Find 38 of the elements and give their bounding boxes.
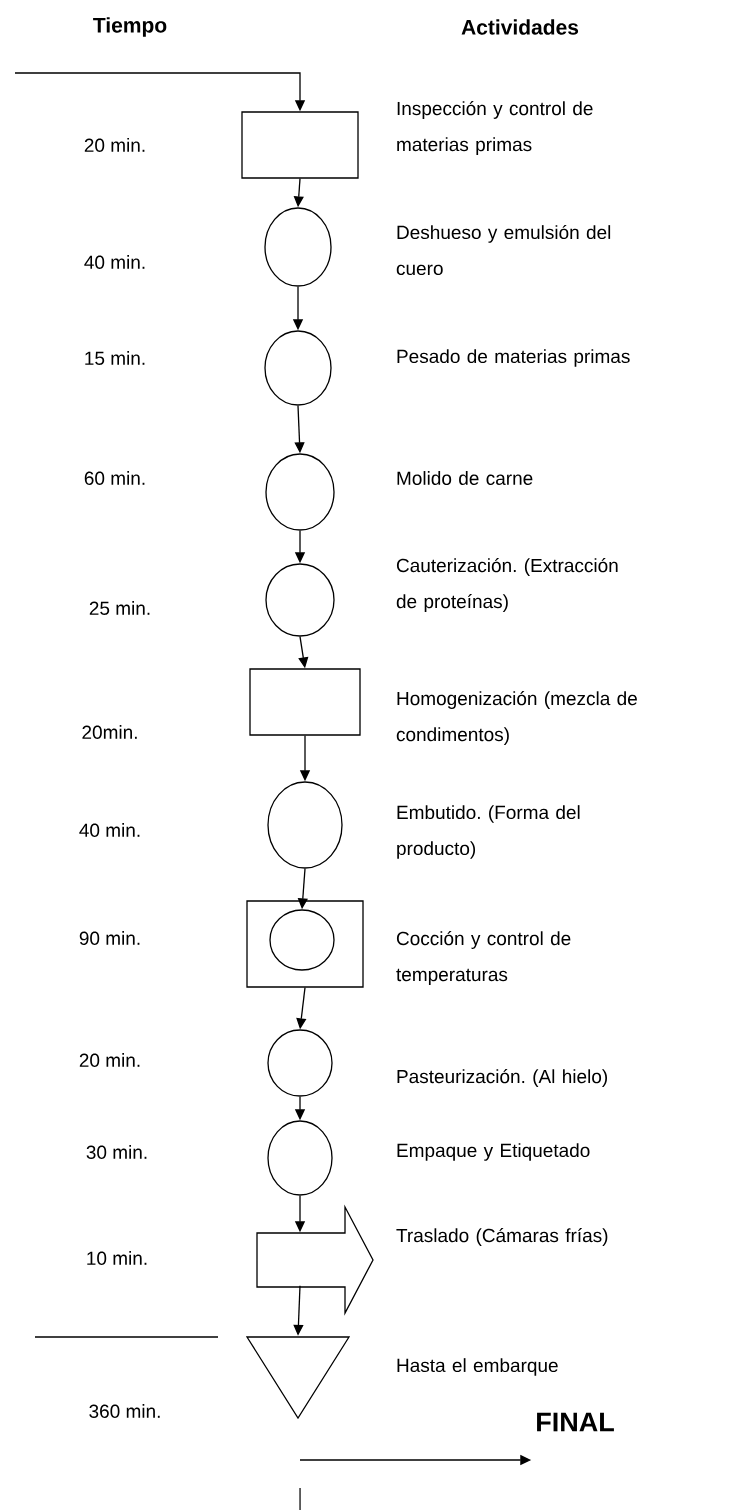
- process-box: [249, 668, 361, 736]
- operation-circle: [265, 563, 335, 637]
- activity-label: Cocción y control de temperaturas: [396, 931, 571, 985]
- time-label: 30 min.: [86, 1145, 147, 1159]
- activity-label: Embutido. (Forma del producto): [397, 805, 580, 859]
- process-box: [241, 111, 359, 179]
- time-label: 360 min.: [89, 1404, 160, 1418]
- activity-label: Cauterización. (Extracción de proteínas): [396, 558, 618, 612]
- operation-circle: [264, 330, 332, 406]
- transport-symbol: [256, 1204, 374, 1316]
- time-label: 25 min.: [89, 601, 150, 615]
- operation-circle: [264, 207, 332, 287]
- activity-label: Molido de carne: [397, 471, 533, 485]
- activity-label: Hasta el embarque: [397, 1358, 558, 1376]
- end-label: FINAL: [537, 1412, 614, 1432]
- activity-label: Traslado (Cámaras frías): [396, 1228, 608, 1246]
- operation-circle: [265, 453, 335, 531]
- activity-label: Inspección y control de materias primas: [397, 101, 593, 155]
- time-label: 40 min.: [79, 823, 140, 837]
- operation-circle: [267, 781, 343, 869]
- time-label: 20min.: [82, 725, 137, 739]
- time-label: 20 min.: [84, 138, 145, 152]
- activity-label: Empaque y Etiquetado: [397, 1143, 590, 1161]
- operation-circle: [267, 1120, 333, 1196]
- time-label: 40 min.: [84, 255, 145, 269]
- time-label: 60 min.: [84, 471, 145, 485]
- time-label: 90 min.: [79, 931, 140, 945]
- operation-circle: [267, 1029, 333, 1097]
- time-label: 20 min.: [79, 1053, 140, 1067]
- column-header: Tiempo: [93, 17, 167, 37]
- time-label: 15 min.: [85, 351, 145, 365]
- activity-label: Deshueso y emulsión del cuero: [396, 224, 611, 276]
- operation-circle: [269, 909, 335, 971]
- column-header: Actividades: [461, 19, 579, 35]
- activity-label: Pasteurización. (Al hielo): [397, 1069, 607, 1087]
- activity-label: Homogenización (mezcla de condimentos): [396, 691, 637, 745]
- activity-label: Pesado de materias primas: [397, 349, 630, 367]
- time-label: 10 min.: [87, 1251, 147, 1265]
